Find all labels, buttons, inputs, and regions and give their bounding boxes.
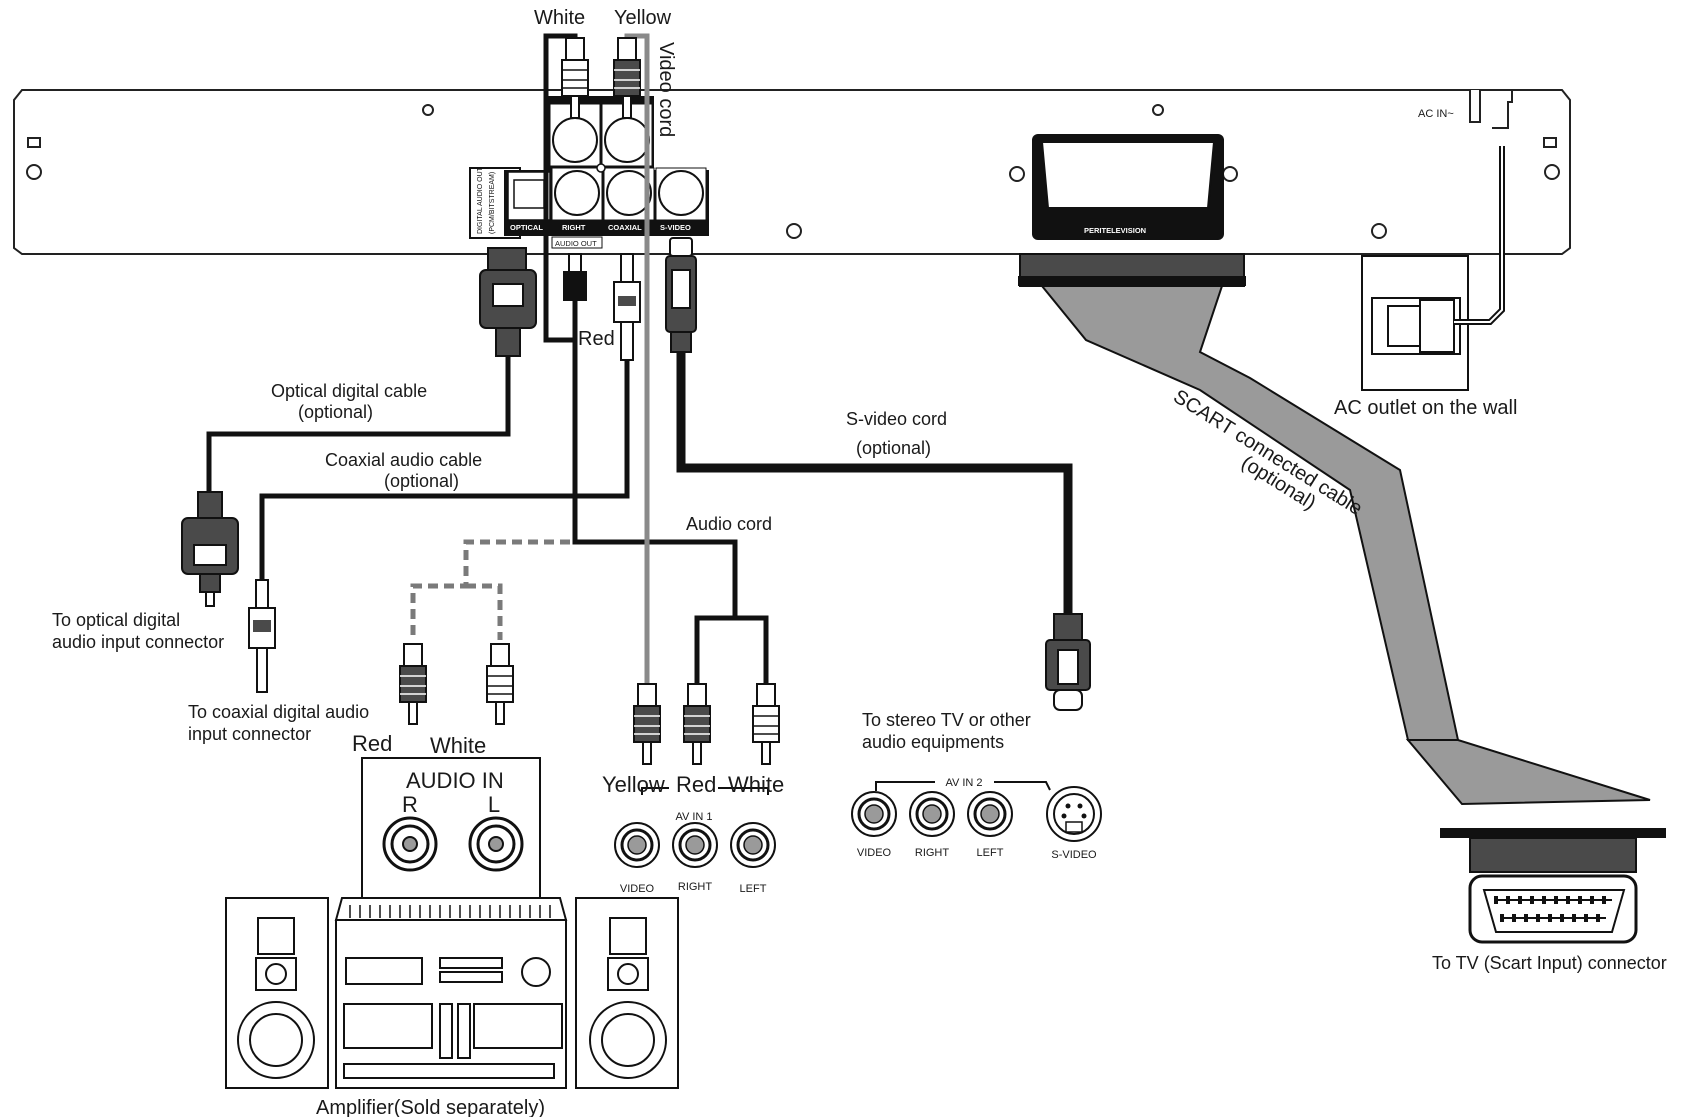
label-to-optical-2: audio input connector [52,632,224,652]
audio-out-label: AUDIO OUT [555,239,597,248]
label-red-top: Red [578,328,615,350]
coaxial-jack[interactable] [606,170,652,216]
av1-plug-white[interactable] [752,683,780,765]
av1-jack-video[interactable] [613,821,661,869]
label-to-scart-tv: To TV (Scart Input) connector [1432,953,1667,973]
optical-jack-label: OPTICAL [510,223,543,232]
av-in-1-panel [613,787,777,869]
av2-jack-svideo[interactable] [1046,786,1102,842]
label-amplifier: Amplifier(Sold separately) [316,1097,545,1117]
label-to-coax-1: To coaxial digital audio [188,702,369,722]
pcm-bitstream-label: (PCM/BITSTREAM) [489,172,496,234]
label-optical-cable-optional: (optional) [298,402,373,422]
label-coax-cable: Coaxial audio cable [325,450,482,470]
label-audio-in: AUDIO IN [406,768,504,793]
label-av1-plug-yellow: Yellow [602,772,665,797]
label-to-stereo-2: audio equipments [862,732,1004,752]
av1-jack-right[interactable] [671,821,719,869]
optical-jack[interactable] [507,171,551,221]
amplifier-illustration [225,897,679,1089]
label-svideo-cord: S-video cord [846,409,947,429]
svideo-plug-panel[interactable] [665,237,697,353]
label-av1-plug-red: Red [676,772,716,797]
optical-plug-end[interactable] [181,491,239,607]
label-av1-left: LEFT [740,883,767,895]
label-svideo-cord-optional: (optional) [856,438,931,458]
amp-jack-l[interactable] [468,816,524,872]
left-jack[interactable] [552,117,598,163]
label-av2-svideo: S-VIDEO [1051,849,1097,861]
label-av2-video: VIDEO [857,847,892,859]
amp-jack-r[interactable] [382,816,438,872]
label-av-in-1: AV IN 1 [675,811,712,823]
label-to-stereo-1: To stereo TV or other [862,710,1031,730]
coaxial-plug-end[interactable] [248,579,276,693]
video-jack[interactable] [604,117,650,163]
red-plug-panel[interactable] [563,253,587,301]
label-yellow-top: Yellow [614,7,672,29]
scart-socket-panel[interactable]: PERITELEVISION [1032,134,1224,240]
label-video-cord: Video cord [655,42,677,137]
right-jack[interactable] [554,170,600,216]
label-amp-l: L [488,792,500,817]
av-in-2-panel [850,781,1102,842]
label-av1-right: RIGHT [678,881,713,893]
optical-plug-panel[interactable] [479,247,537,357]
label-ac-outlet: AC outlet on the wall [1334,397,1517,419]
label-coax-cable-optional: (optional) [384,471,459,491]
amp-plug-red[interactable] [399,643,427,725]
label-av1-plug-white: White [728,772,784,797]
av2-jack-video[interactable] [850,790,898,838]
av2-jack-right[interactable] [908,790,956,838]
dvd-rear-panel: AC IN~ [13,89,1571,255]
ac-in-label: AC IN~ [1418,108,1454,120]
label-to-coax-2: input connector [188,724,311,744]
svideo-plug-end[interactable] [1045,613,1091,711]
label-amp-r: R [402,792,418,817]
label-amp-white: White [430,733,486,758]
av1-jack-left[interactable] [729,821,777,869]
av1-plug-red[interactable] [683,683,711,765]
label-optical-cable: Optical digital cable [271,381,427,401]
label-av2-left: LEFT [977,847,1004,859]
amp-plug-white[interactable] [486,643,514,725]
svideo-jack[interactable] [658,170,704,216]
label-amp-red: Red [352,731,392,756]
ac-outlet [1361,146,1505,391]
label-av1-video: VIDEO [620,883,655,895]
coaxial-plug-panel[interactable] [613,253,641,361]
label-white-top: White [534,7,585,29]
digital-audio-out-label: DIGITAL AUDIO OUT [477,166,484,234]
labels: White Yellow Video cord Red Optical digi… [52,7,1667,1117]
label-av2-right: RIGHT [915,847,950,859]
scart-tv-connector[interactable] [1468,874,1638,944]
jack-block: DIGITAL AUDIO OUT (PCM/BITSTREAM) OPTICA… [469,96,709,249]
coaxial-jack-label: COAXIAL [608,223,642,232]
scart-cable [1018,253,1666,873]
label-audio-cord: Audio cord [686,514,772,534]
svideo-jack-label: S-VIDEO [660,223,691,232]
peritelevision-label: PERITELEVISION [1084,226,1146,235]
left-jack-label: LEFT [560,105,579,114]
av1-plug-yellow[interactable] [633,683,661,765]
amp-grille [349,905,551,918]
right-jack-label: RIGHT [562,223,586,232]
label-to-optical-1: To optical digital [52,610,180,630]
av2-jack-left[interactable] [966,790,1014,838]
label-av-in-2: AV IN 2 [945,777,982,789]
amp-audio-in-panel [361,757,541,901]
